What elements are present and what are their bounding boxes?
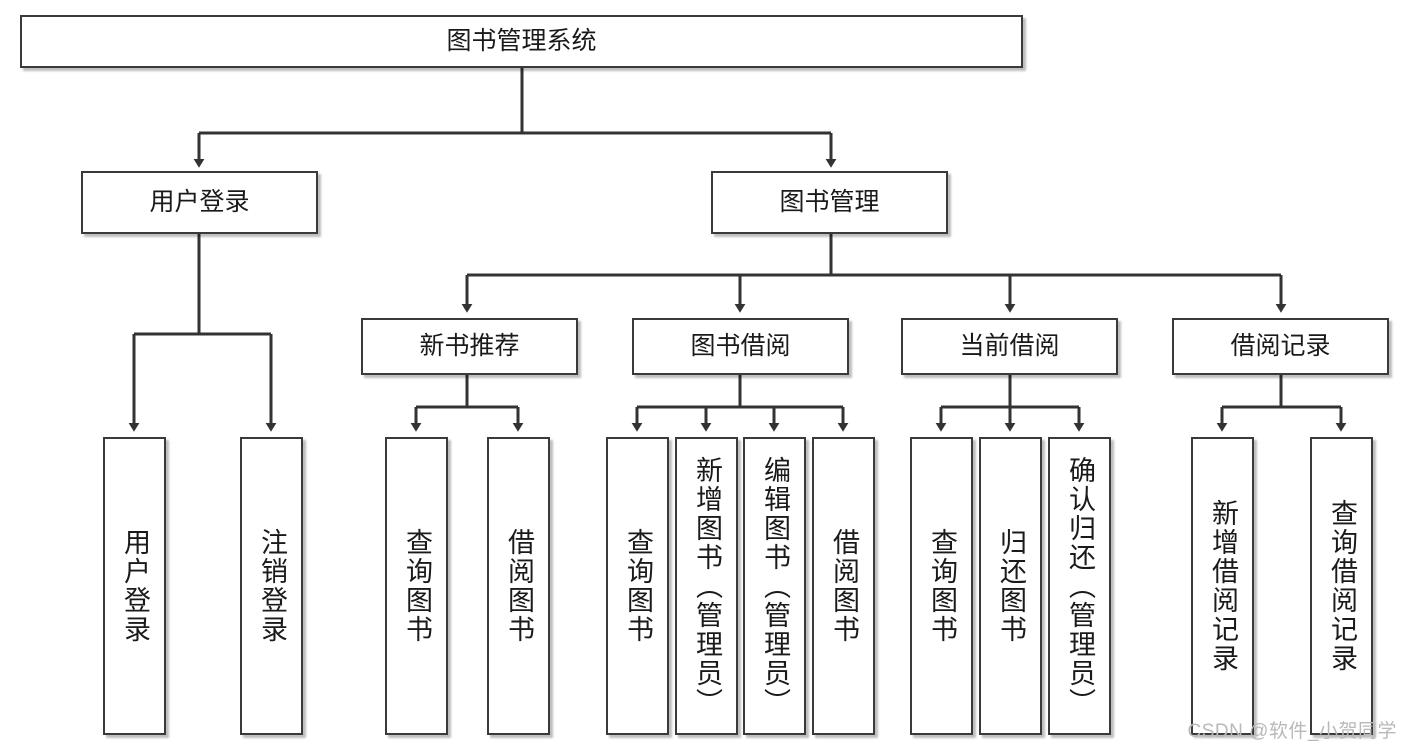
- leaf-record-add-record[interactable]: 新增借阅记录: [1191, 437, 1254, 735]
- leaf-current-return-book[interactable]: 归还图书: [979, 437, 1042, 735]
- node-label: 借阅图书: [829, 528, 859, 644]
- node-label: 注销登录: [257, 528, 287, 644]
- leaf-current-confirm-return[interactable]: 确认归还（管理员）: [1048, 437, 1111, 735]
- node-label: 图书管理: [779, 187, 880, 216]
- node-label: 编辑图书（管理员）: [760, 455, 790, 717]
- node-new-book-recommend[interactable]: 新书推荐: [361, 318, 578, 375]
- node-book-borrow[interactable]: 图书借阅: [632, 318, 849, 375]
- node-label: 用户登录: [120, 528, 150, 644]
- node-label: 归还图书: [996, 528, 1026, 644]
- node-label: 查询图书: [927, 528, 957, 644]
- leaf-borrow-query-book[interactable]: 查询图书: [606, 437, 669, 735]
- node-label: 借阅图书: [504, 528, 534, 644]
- node-label: 新增借阅记录: [1208, 499, 1238, 673]
- node-label: 当前借阅: [959, 331, 1060, 360]
- node-current-borrow[interactable]: 当前借阅: [901, 318, 1118, 375]
- leaf-current-query-book[interactable]: 查询图书: [910, 437, 973, 735]
- node-label: 新书推荐: [419, 331, 520, 360]
- node-label: 查询借阅记录: [1327, 499, 1357, 673]
- node-label: 图书管理系统: [446, 26, 597, 55]
- leaf-user-login-login[interactable]: 用户登录: [103, 437, 166, 735]
- node-label: 用户登录: [149, 187, 250, 216]
- node-label: 查询图书: [623, 528, 653, 644]
- node-root-system[interactable]: 图书管理系统: [20, 15, 1023, 68]
- leaf-borrow-edit-book[interactable]: 编辑图书（管理员）: [743, 437, 806, 735]
- node-label: 图书借阅: [690, 331, 791, 360]
- watermark: CSDN @软件_小贺同学: [1187, 721, 1397, 742]
- node-borrow-record[interactable]: 借阅记录: [1172, 318, 1389, 375]
- leaf-record-query-record[interactable]: 查询借阅记录: [1310, 437, 1373, 735]
- leaf-borrow-add-book[interactable]: 新增图书（管理员）: [675, 437, 738, 735]
- leaf-recommend-query-book[interactable]: 查询图书: [385, 437, 448, 735]
- node-label: 查询图书: [402, 528, 432, 644]
- node-label: 借阅记录: [1230, 331, 1331, 360]
- leaf-borrow-borrow-book[interactable]: 借阅图书: [812, 437, 875, 735]
- node-label: 新增图书（管理员）: [692, 455, 722, 717]
- leaf-user-login-logout[interactable]: 注销登录: [240, 437, 303, 735]
- node-user-login[interactable]: 用户登录: [81, 171, 318, 234]
- node-label: 确认归还（管理员）: [1065, 455, 1095, 717]
- leaf-recommend-borrow-book[interactable]: 借阅图书: [487, 437, 550, 735]
- node-book-management[interactable]: 图书管理: [711, 171, 948, 234]
